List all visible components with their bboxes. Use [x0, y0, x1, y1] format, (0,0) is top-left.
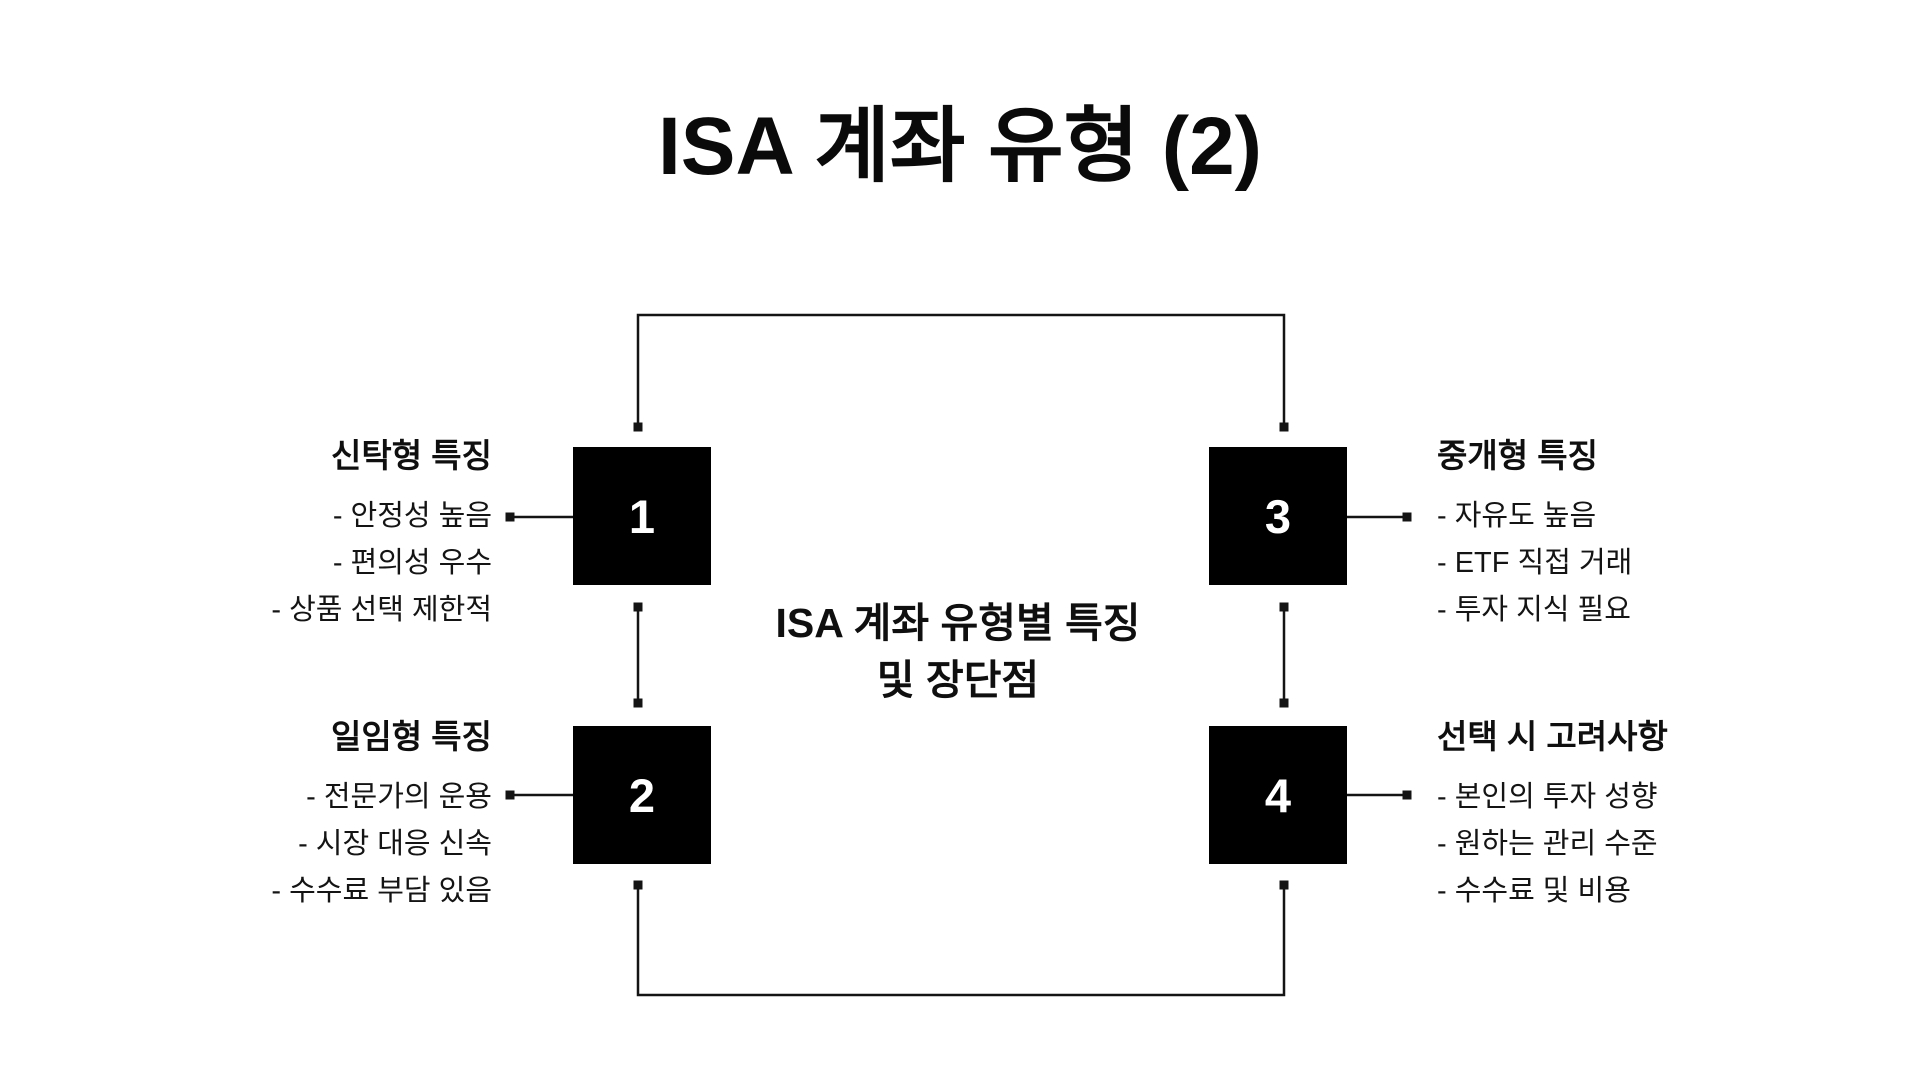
node-number: 1: [628, 489, 656, 543]
node-box-2: 2: [573, 726, 711, 864]
bullet-item: - 안정성 높음: [332, 500, 492, 532]
bullet-item: - 투자 지식 필요: [1437, 594, 1631, 626]
connector-bottom-bracket: [636, 885, 1286, 997]
feature-group-2-bullets: - 전문가의 운용 - 시장 대응 신속 - 수수료 부담 있음: [271, 774, 492, 915]
bullet-item: - 시장 대응 신속: [298, 828, 492, 860]
feature-group-2-heading: 일임형 특징: [331, 718, 492, 755]
node-number: 4: [1264, 768, 1292, 822]
node-box-1: 1: [573, 447, 711, 585]
node-number: 3: [1264, 489, 1292, 543]
feature-group-3-bullets: - 자유도 높음 - ETF 직접 거래 - 투자 지식 필요: [1437, 493, 1632, 634]
page-title: ISA 계좌 유형 (2): [658, 101, 1262, 192]
bullet-item: - 수수료 부담 있음: [271, 875, 492, 907]
bullet-item: - 편의성 우수: [332, 547, 492, 579]
connector-square-tips: [505, 422, 1412, 890]
feature-group-2: 일임형 특징 - 전문가의 운용 - 시장 대응 신속 - 수수료 부담 있음: [271, 717, 492, 915]
feature-group-1-bullets: - 안정성 높음 - 편의성 우수 - 상품 선택 제한적: [271, 493, 492, 634]
center-label-line1: ISA 계좌 유형별 특징: [775, 600, 1141, 646]
node-box-4: 4: [1209, 726, 1347, 864]
bullet-item: - 전문가의 운용: [306, 781, 492, 813]
node-number: 2: [628, 768, 656, 822]
bullet-item: - 자유도 높음: [1437, 500, 1597, 532]
center-label: ISA 계좌 유형별 특징 및 장단점: [708, 595, 1208, 709]
bullet-item: - ETF 직접 거래: [1437, 547, 1633, 579]
feature-group-4-heading: 선택 시 고려사항: [1437, 718, 1668, 755]
center-label-line2: 및 장단점: [876, 657, 1040, 703]
bullet-item: - 본인의 투자 성향: [1437, 781, 1658, 813]
feature-group-3-heading: 중개형 특징: [1437, 437, 1598, 474]
node-box-3: 3: [1209, 447, 1347, 585]
bullet-item: - 원하는 관리 수준: [1437, 828, 1658, 860]
bullet-item: - 수수료 및 비용: [1437, 875, 1631, 907]
feature-group-1: 신탁형 특징 - 안정성 높음 - 편의성 우수 - 상품 선택 제한적: [271, 436, 492, 634]
feature-group-4-bullets: - 본인의 투자 성향 - 원하는 관리 수준 - 수수료 및 비용: [1437, 774, 1668, 915]
connector-top-bracket: [636, 313, 1286, 427]
feature-group-3: 중개형 특징 - 자유도 높음 - ETF 직접 거래 - 투자 지식 필요: [1437, 436, 1632, 634]
feature-group-1-heading: 신탁형 특징: [331, 437, 492, 474]
feature-group-4: 선택 시 고려사항 - 본인의 투자 성향 - 원하는 관리 수준 - 수수료 …: [1437, 717, 1668, 915]
bullet-item: - 상품 선택 제한적: [271, 594, 492, 626]
